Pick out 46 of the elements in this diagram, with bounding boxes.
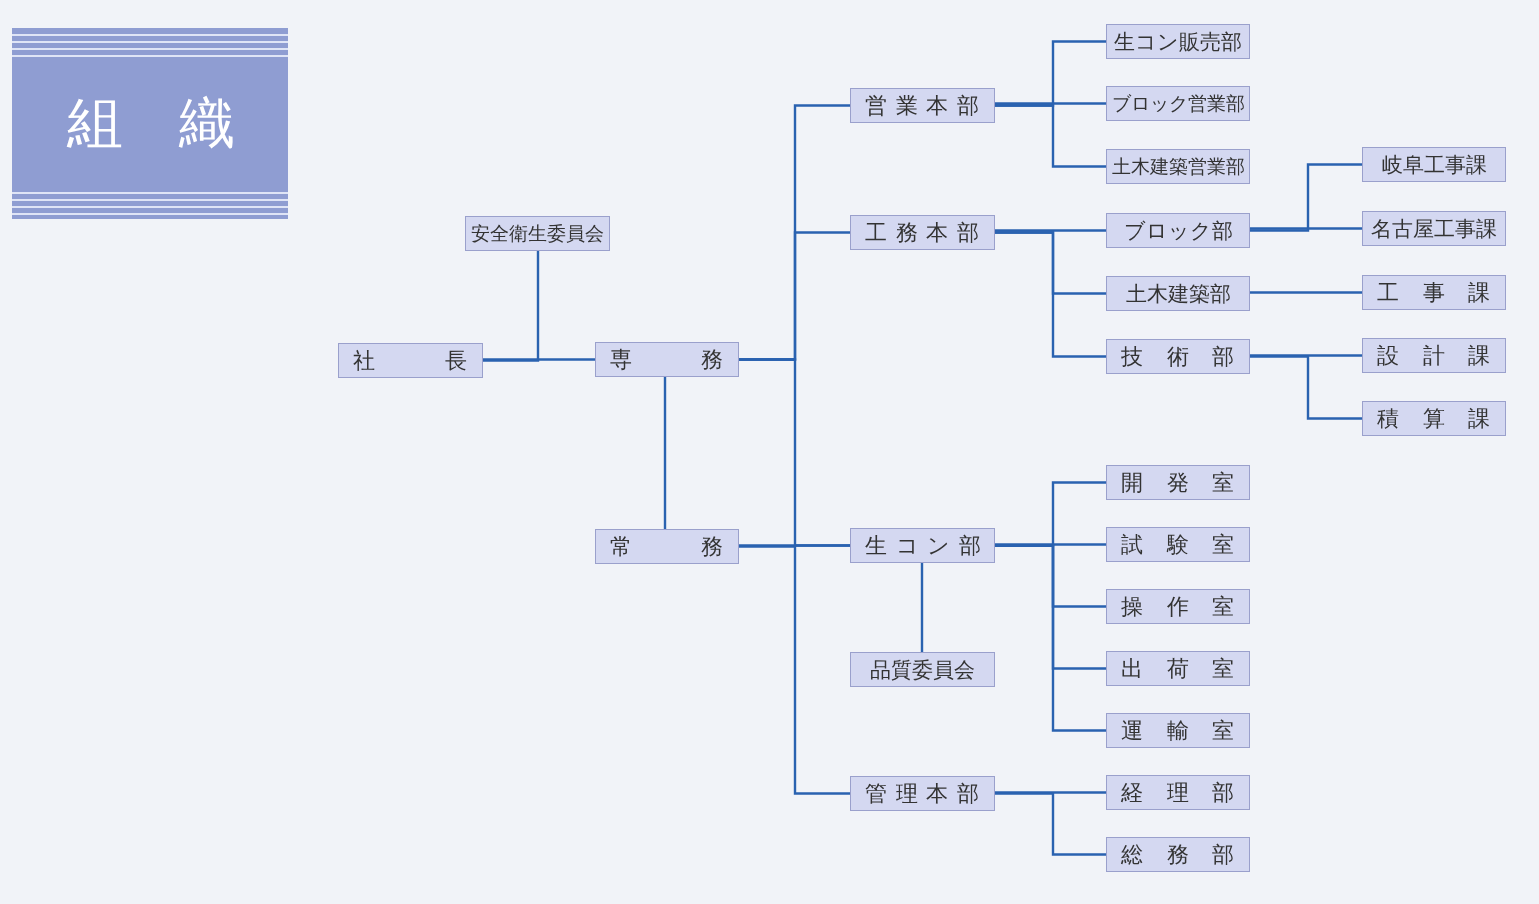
org-unit-box: 土木建築部 <box>1106 276 1250 311</box>
org-unit-box: 常務 <box>595 529 739 564</box>
connector-line <box>739 544 850 547</box>
org-unit-box: 設計課 <box>1362 338 1506 373</box>
org-unit-box: 管理本部 <box>850 776 995 811</box>
connector-line <box>995 102 1106 105</box>
connector-line <box>995 104 1106 168</box>
org-unit-box: 技術部 <box>1106 339 1250 374</box>
org-unit-box: 社長 <box>338 343 483 378</box>
org-unit-box: 土木建築営業部 <box>1106 149 1250 184</box>
org-unit-box: 名古屋工事課 <box>1362 211 1506 246</box>
title-banner: 組織 <box>12 28 288 219</box>
org-unit-box: 生コン部 <box>850 528 995 563</box>
connector-line <box>1250 227 1362 230</box>
org-unit-box: 生コン販売部 <box>1106 24 1250 59</box>
org-unit-box: 開発室 <box>1106 465 1250 500</box>
connector-line <box>1250 355 1362 420</box>
org-unit-box: 操作室 <box>1106 589 1250 624</box>
connector-line <box>483 358 595 361</box>
org-unit-box: 工務本部 <box>850 215 995 250</box>
org-unit-box: 工事課 <box>1362 275 1506 310</box>
org-unit-box: 出荷室 <box>1106 651 1250 686</box>
org-unit-box: 安全衛生委員会 <box>465 216 610 251</box>
connector-line <box>663 377 667 529</box>
org-unit-box: 積算課 <box>1362 401 1506 436</box>
connector-line <box>1250 291 1362 294</box>
org-unit-box: 営業本部 <box>850 88 995 123</box>
connector-line <box>920 563 924 652</box>
org-unit-box: 運輸室 <box>1106 713 1250 748</box>
connector-line <box>483 251 540 362</box>
org-unit-box: 専務 <box>595 342 739 377</box>
org-unit-box: ブロック部 <box>1106 213 1250 248</box>
org-unit-box: 試験室 <box>1106 527 1250 562</box>
org-unit-box: 経理部 <box>1106 775 1250 810</box>
org-unit-box: 岐阜工事課 <box>1362 147 1506 182</box>
connector-line <box>995 792 1106 856</box>
connector-line <box>1250 163 1362 232</box>
connector-line <box>1250 354 1362 357</box>
connector-line <box>995 791 1106 794</box>
org-unit-box: 品質委員会 <box>850 652 995 687</box>
connector-line <box>739 545 850 795</box>
connector-line <box>995 231 1106 358</box>
connector-line <box>995 229 1106 232</box>
org-unit-box: ブロック営業部 <box>1106 86 1250 121</box>
connector-line <box>995 543 1106 546</box>
org-unit-box: 総務部 <box>1106 837 1250 872</box>
